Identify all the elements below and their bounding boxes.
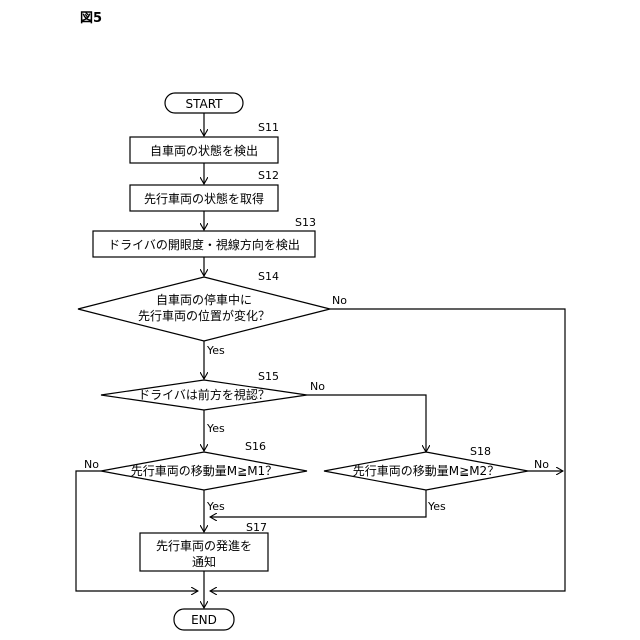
figure-label: 図5 [80, 11, 102, 26]
process-s11-text: 自車両の状態を検出 [150, 143, 258, 158]
step-s18-label: S18 [470, 445, 491, 458]
process-s17-line2: 通知 [192, 555, 216, 569]
branch-s15-yes: Yes [206, 422, 225, 435]
step-s14-label: S14 [258, 270, 279, 283]
step-s13-label: S13 [295, 216, 316, 229]
process-s17-line1: 先行車両の発進を [156, 539, 252, 553]
process-s12-text: 先行車両の状態を取得 [144, 191, 264, 206]
branch-s14-yes: Yes [206, 344, 225, 357]
decision-s14-line1: 自車両の停車中に [156, 292, 252, 307]
branch-s16-yes: Yes [206, 500, 225, 513]
branch-s18-no: No [534, 458, 549, 471]
process-s13-text: ドライバの開眼度・視線方向を検出 [108, 237, 300, 252]
connector-s16-no [76, 471, 198, 591]
connector-s18-yes [210, 490, 426, 517]
branch-s18-yes: Yes [427, 500, 446, 513]
step-s16-label: S16 [245, 440, 266, 453]
branch-s15-no: No [310, 380, 325, 393]
end-label: END [191, 613, 217, 627]
step-s17-label: S17 [246, 521, 267, 534]
branch-s14-no: No [332, 294, 347, 307]
decision-s18-text: 先行車両の移動量M≧M2？ [353, 464, 499, 478]
step-s12-label: S12 [258, 169, 279, 182]
branch-s16-no: No [84, 458, 99, 471]
decision-s16-text: 先行車両の移動量M≧M1？ [131, 464, 277, 478]
start-label: START [185, 97, 223, 111]
decision-s15-text: ドライバは前方を視認？ [138, 387, 270, 402]
connector-s15-no [307, 395, 426, 452]
step-s15-label: S15 [258, 370, 279, 383]
step-s11-label: S11 [258, 121, 279, 134]
decision-s14-line2: 先行車両の位置が変化？ [138, 308, 270, 323]
